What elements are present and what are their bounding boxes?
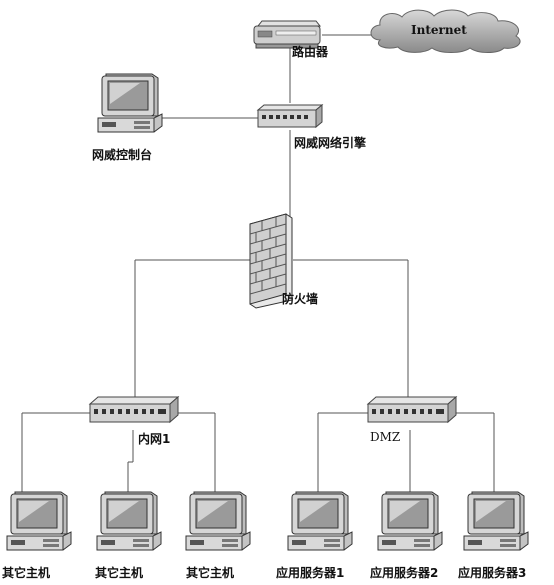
host-label-2: 其它主机 xyxy=(95,566,144,580)
host-computer-3 xyxy=(182,490,252,560)
host-label-3: 其它主机 xyxy=(186,566,235,580)
computer-icon xyxy=(96,491,162,551)
server-computer-2 xyxy=(374,490,444,560)
server-label-3: 应用服务器3 xyxy=(458,566,527,580)
computer-icon xyxy=(6,491,72,551)
network-engine-icon xyxy=(256,104,324,129)
internet-label: Internet xyxy=(411,23,467,37)
server-label-2: 应用服务器2 xyxy=(370,566,439,580)
router-icon xyxy=(253,20,322,49)
server-computer-1 xyxy=(284,490,354,560)
router-label: 路由器 xyxy=(292,45,329,59)
console-label: 网威控制台 xyxy=(92,148,153,162)
cloud-icon xyxy=(370,9,521,53)
host-computer-2 xyxy=(93,490,163,560)
dmz-switch-label: DMZ xyxy=(370,430,401,444)
server-label-1: 应用服务器1 xyxy=(276,566,345,580)
host-computer-1 xyxy=(3,490,73,560)
switch-hub-icon xyxy=(366,396,458,424)
computer-icon xyxy=(463,491,529,551)
intranet-switch-label: 内网1 xyxy=(138,432,171,446)
switch-hub-icon xyxy=(88,396,180,424)
firewall-brick-wall-icon xyxy=(249,213,293,309)
computer-icon xyxy=(185,491,251,551)
computer-icon xyxy=(97,73,163,133)
computer-icon xyxy=(377,491,443,551)
network-engine-label: 网威网络引擎 xyxy=(294,136,367,150)
computer-icon xyxy=(287,491,353,551)
server-computer-3 xyxy=(460,490,530,560)
host-label-1: 其它主机 xyxy=(2,566,51,580)
firewall-label: 防火墙 xyxy=(282,292,319,306)
console-computer xyxy=(94,72,164,140)
